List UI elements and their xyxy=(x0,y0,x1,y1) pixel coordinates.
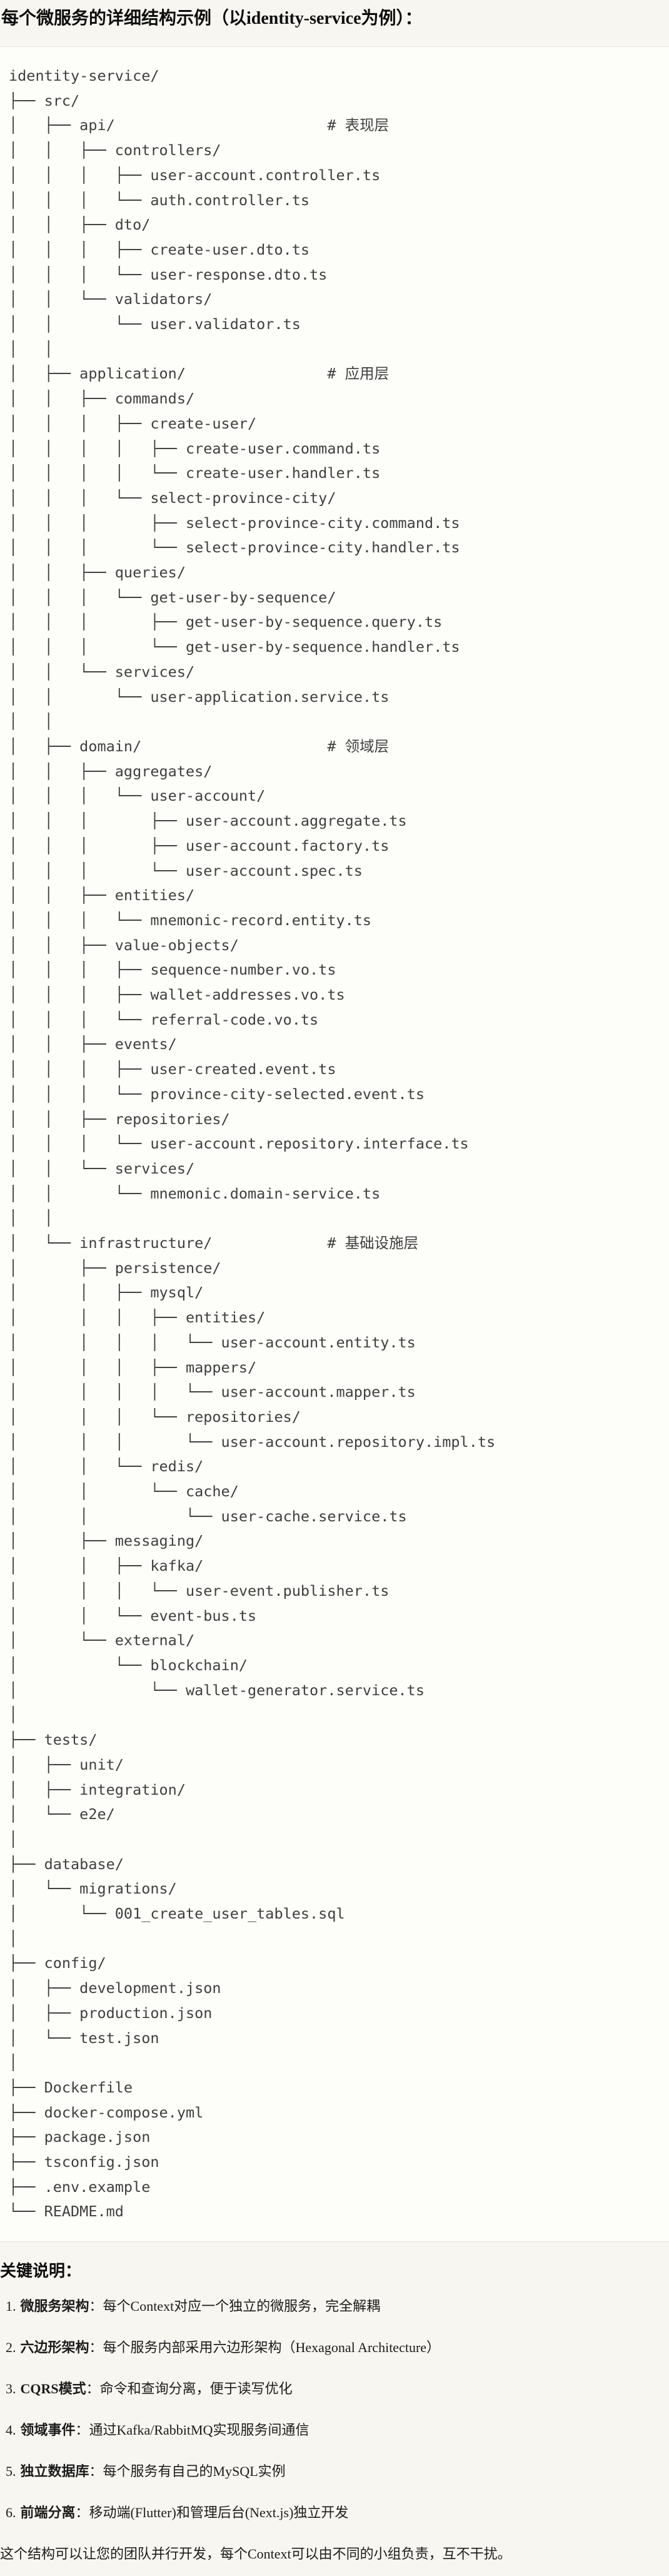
note-item: 5.独立数据库：每个服务有自己的MySQL实例 xyxy=(6,2462,669,2480)
note-number: 5. xyxy=(6,2463,16,2480)
note-term: CQRS模式 xyxy=(20,2381,86,2397)
note-term: 领域事件 xyxy=(20,2422,76,2438)
note-desc: ：移动端(Flutter)和管理后台(Next.js)独立开发 xyxy=(75,2505,349,2521)
note-item: 6.前端分离：移动端(Flutter)和管理后台(Next.js)独立开发 xyxy=(6,2503,669,2522)
closing-paragraph: 这个结构可以让您的团队并行开发，每个Context可以由不同的小组负责，互不干扰… xyxy=(0,2546,511,2562)
note-term: 微服务架构 xyxy=(20,2298,89,2315)
note-desc: ：通过Kafka/RabbitMQ实现服务间通信 xyxy=(75,2422,309,2438)
note-number: 4. xyxy=(6,2422,16,2438)
note-desc: ：命令和查询分离，便于读写优化 xyxy=(86,2381,293,2397)
note-desc: ：每个服务内部采用六边形架构（Hexagonal Architecture） xyxy=(89,2340,441,2356)
note-term: 独立数据库 xyxy=(20,2463,89,2480)
note-item: 3.CQRS模式：命令和查询分离，便于读写优化 xyxy=(6,2380,669,2398)
page: 每个微服务的详细结构示例（以identity-service为例）： ident… xyxy=(0,8,669,2576)
note-item: 1.微服务架构：每个Context对应一个独立的微服务，完全解耦 xyxy=(6,2297,669,2315)
note-item: 2.六边形架构：每个服务内部采用六边形架构（Hexagonal Architec… xyxy=(6,2338,669,2356)
note-number: 2. xyxy=(6,2340,16,2356)
note-number: 3. xyxy=(6,2381,16,2397)
note-term: 前端分离 xyxy=(20,2505,76,2521)
directory-tree: identity-service/ ├── src/ │ ├── api/ # … xyxy=(9,67,496,2221)
note-term: 六边形架构 xyxy=(20,2340,89,2356)
note-desc: ：每个Context对应一个独立的微服务，完全解耦 xyxy=(89,2298,381,2315)
note-item: 4.领域事件：通过Kafka/RabbitMQ实现服务间通信 xyxy=(6,2421,669,2439)
note-number: 1. xyxy=(6,2298,16,2315)
notes-heading: 关键说明： xyxy=(0,2262,82,2281)
note-desc: ：每个服务有自己的MySQL实例 xyxy=(89,2463,286,2480)
note-number: 6. xyxy=(6,2505,16,2521)
page-title: 每个微服务的详细结构示例（以identity-service为例）： xyxy=(1,9,423,28)
directory-tree-code-block: identity-service/ ├── src/ │ ├── api/ # … xyxy=(0,46,669,2243)
